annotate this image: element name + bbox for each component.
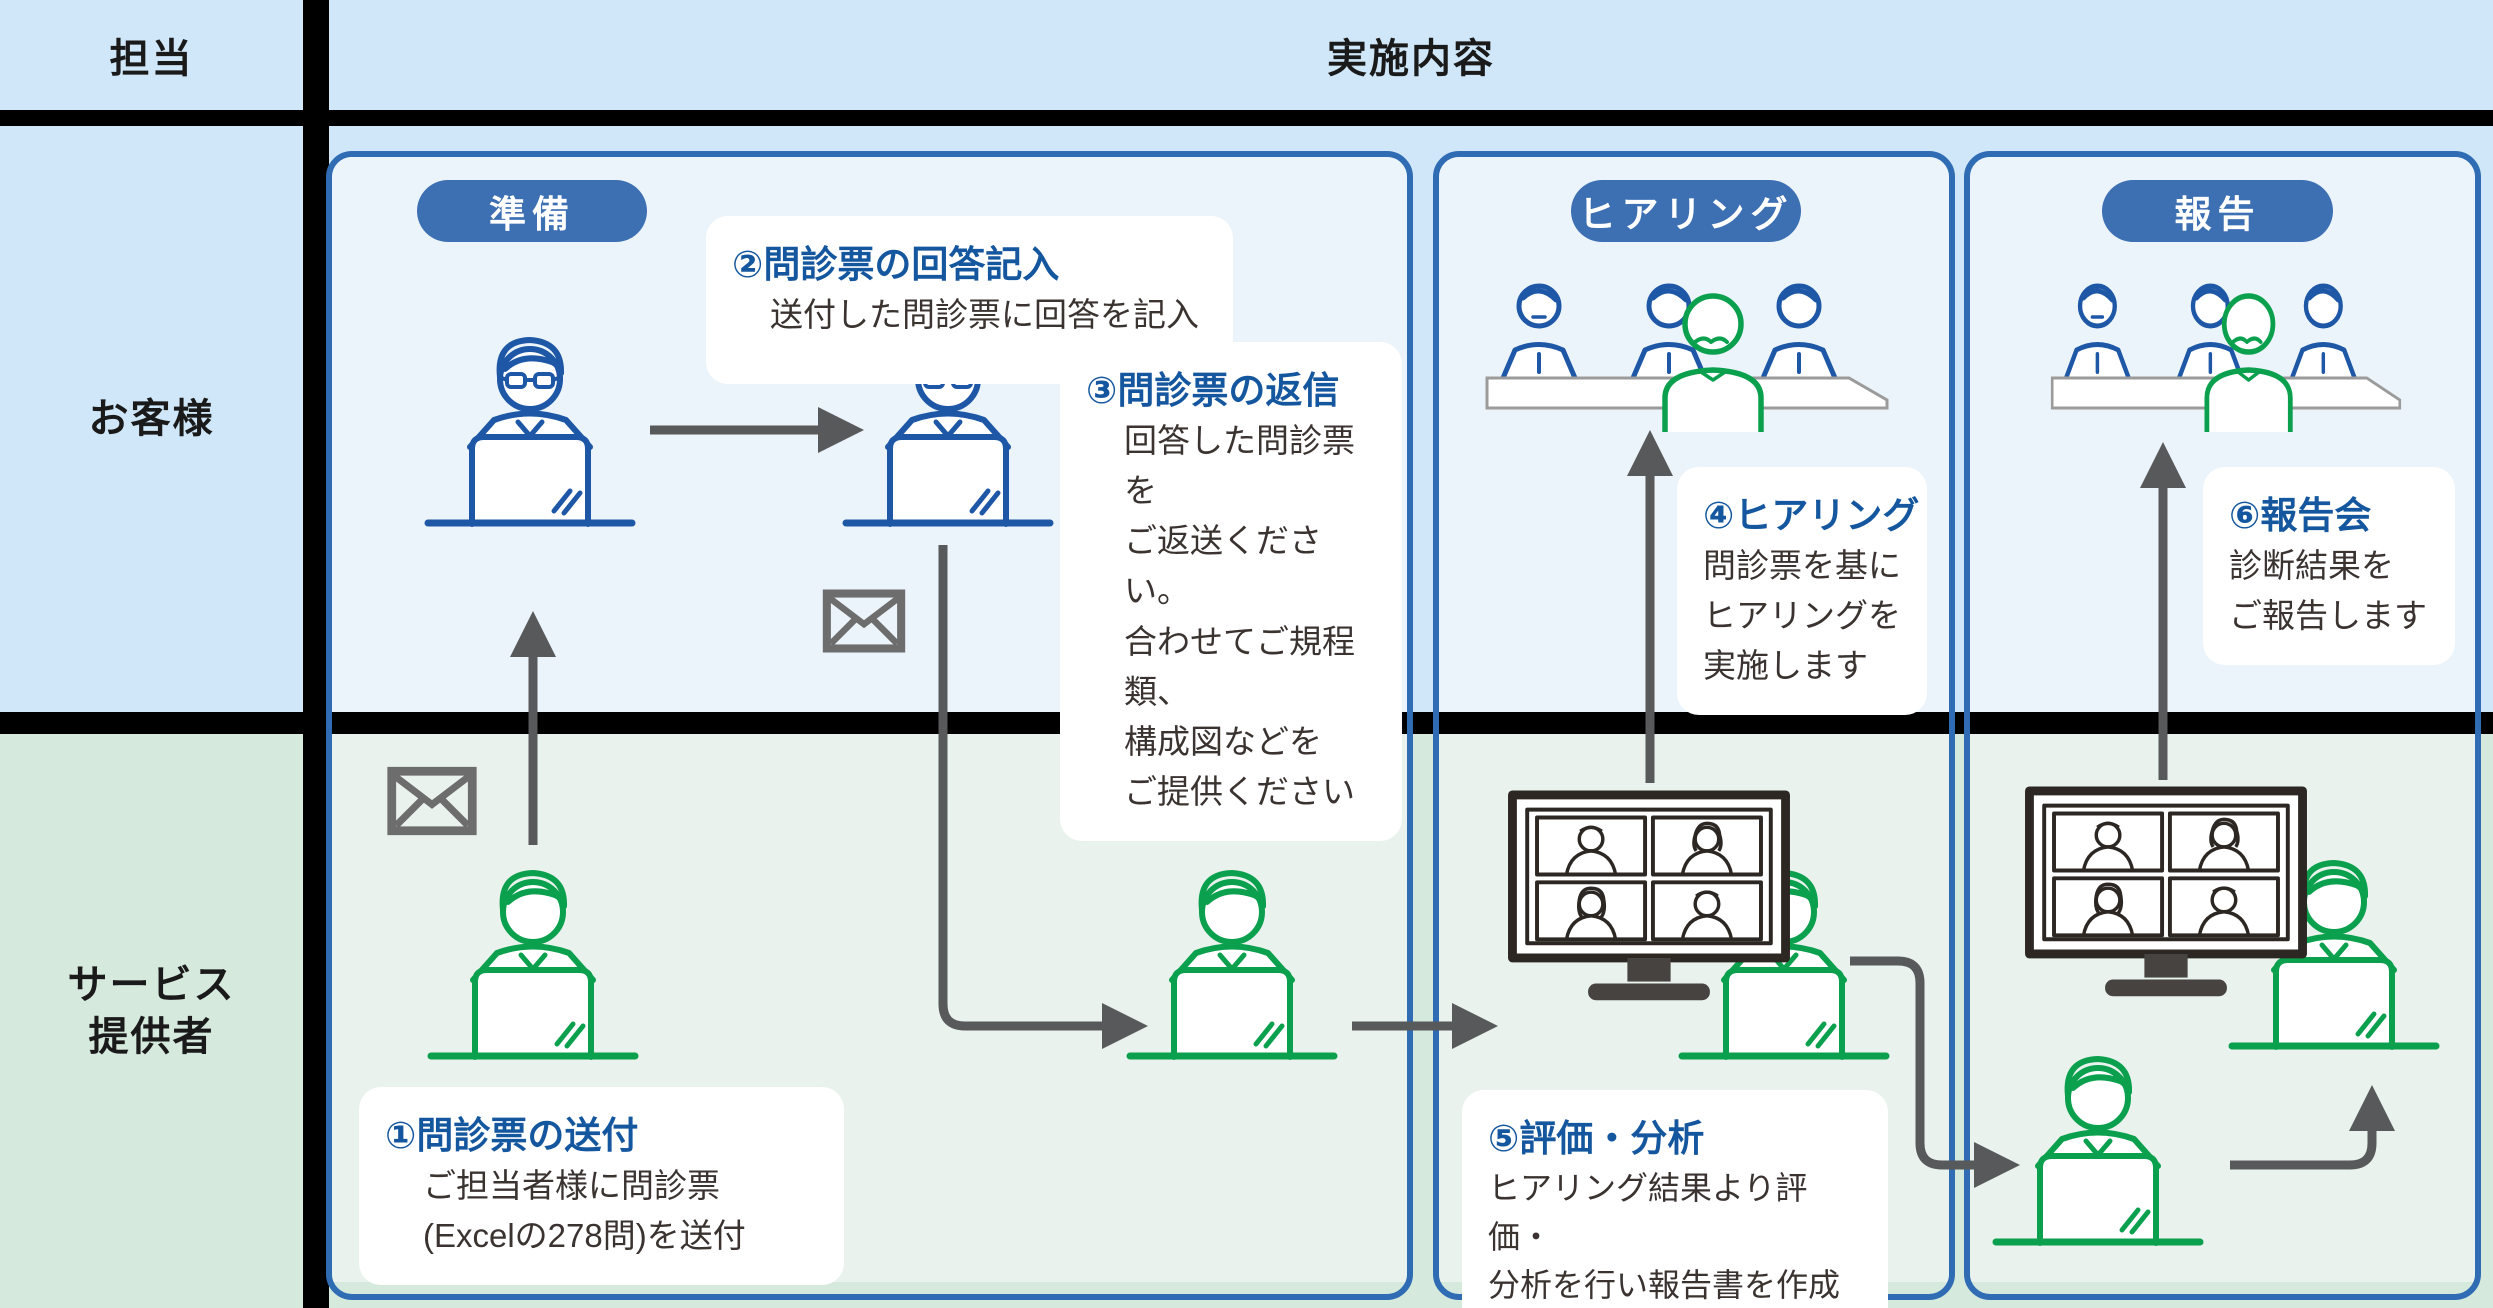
lane-label-customer: お客様	[0, 126, 303, 712]
step-2-title: ②問診票の回答記入	[732, 244, 1060, 285]
step-1-line1: ご担当者様に問診票	[423, 1166, 720, 1204]
provider-label-line2: 提供者	[88, 1015, 215, 1059]
header-contents: 実施内容	[1327, 37, 1495, 81]
step-3-line2: ご返送ください。	[1124, 522, 1322, 610]
header-row-background	[0, 0, 2493, 110]
step-2-line: 送付した問診票に回答を記入	[770, 295, 1199, 333]
phase-badge-hearing: ヒアリング	[1571, 180, 1801, 242]
step-6-line2: ご報告します	[2229, 597, 2427, 635]
step-1-line2: (Excelの278問)を送付	[423, 1217, 746, 1255]
provider-label-line1: サービス	[67, 963, 236, 1007]
phase-badge-report: 報告	[2102, 180, 2333, 242]
step-6-box: ⑥報告会 診断結果を ご報告します	[2203, 467, 2455, 666]
header-role: 担当	[109, 37, 194, 81]
step-5-line2: 分析を行い報告書を作成	[1488, 1267, 1841, 1304]
step-3-title: ③問診票の返信	[1086, 370, 1340, 411]
arrow-analysis-to-report-elbow	[2230, 1131, 2377, 1170]
arrow-to-analysis-elbow	[1850, 956, 1974, 1170]
step-3-line5: ご提供ください	[1124, 773, 1355, 811]
step-4-title: ④ヒアリング	[1703, 495, 1920, 536]
header-divider	[0, 110, 2493, 126]
step-4-line1: 問診票を基に	[1703, 546, 1901, 584]
step-5-line1: ヒアリング結果より評価・	[1488, 1169, 1808, 1255]
step-5-box: ⑤評価・分析 ヒアリング結果より評価・ 分析を行い報告書を作成	[1462, 1090, 1888, 1308]
step-1-title: ①問診票の送付	[385, 1115, 639, 1156]
column-divider	[303, 0, 329, 1308]
phase-badge-preparation: 準備	[417, 180, 647, 242]
step-1-box: ①問診票の送付 ご担当者様に問診票 (Excelの278問)を送付	[359, 1087, 844, 1286]
step-6-line1: 診断結果を	[2229, 546, 2394, 584]
step-5-title: ⑤評価・分析	[1488, 1118, 1705, 1159]
step-3-line3: 合わせてご規程類、	[1124, 622, 1355, 710]
step-4-line2: ヒアリングを	[1703, 597, 1901, 635]
step-4-box: ④ヒアリング 問診票を基に ヒアリングを 実施します	[1677, 467, 1927, 716]
step-6-title: ⑥報告会	[2229, 495, 2372, 536]
lane-label-provider: サービス 提供者	[0, 734, 303, 1288]
step-3-line4: 構成図などを	[1124, 722, 1322, 760]
step-3-line1: 回答した問診票を	[1124, 421, 1355, 510]
customer-label-text: お客様	[88, 397, 215, 441]
arrow-return-down-elbow	[938, 545, 1102, 1031]
step-4-line3: 実施します	[1703, 647, 1868, 685]
step-3-box: ③問診票の返信 回答した問診票を ご返送ください。 合わせてご規程類、 構成図な…	[1060, 342, 1402, 842]
